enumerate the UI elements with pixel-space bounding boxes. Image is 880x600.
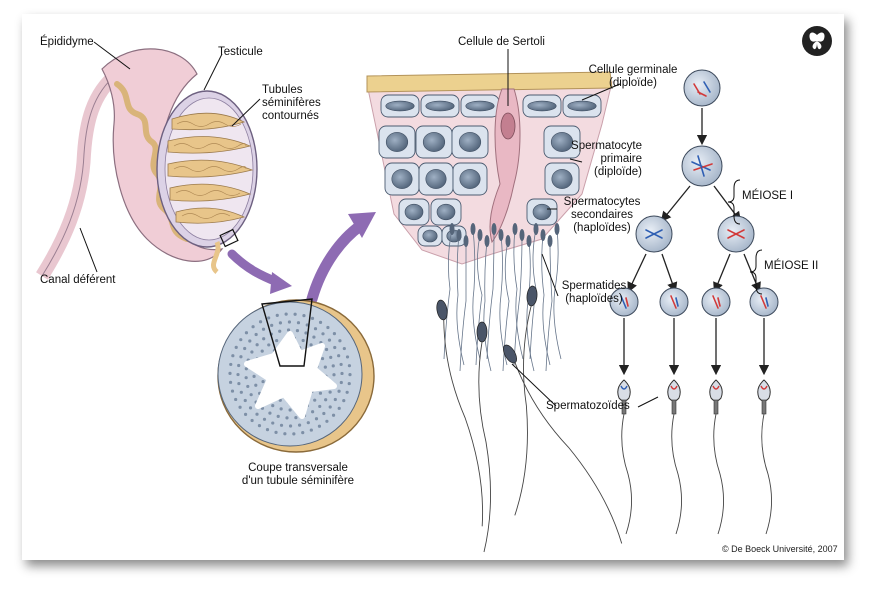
butterfly-logo-icon: [802, 26, 832, 56]
label-coupe-transversale: Coupe transversale d'un tubule séminifèr…: [241, 462, 355, 487]
figure-frame: Épididyme Testicule Tubules séminifères …: [22, 14, 844, 560]
meiose2-bracket: [749, 249, 763, 295]
label-spermatocytes-secondaires: Spermatocytes secondaires (haploïdes): [563, 196, 641, 234]
label-spermatocyte-primaire: Spermatocyte primaire (diploïde): [571, 140, 642, 178]
free-spermatozoa: [436, 285, 623, 553]
label-cellule-germinale: Cellule germinale (diploïde): [588, 64, 678, 89]
label-spermatides: Spermatides (haploïdes): [561, 280, 627, 305]
spermatogenesis-illustration: [36, 41, 779, 553]
copyright-credit: © De Boeck Université, 2007: [722, 544, 838, 554]
label-meiose-2: MÉIOSE II: [764, 260, 819, 272]
zoom-arrow-1: [227, 249, 282, 287]
label-spermatozoides: Spermatozoïdes: [546, 400, 630, 412]
seminiferous-epithelium: [366, 71, 613, 372]
meiose1-bracket: [727, 179, 741, 225]
label-sertoli: Cellule de Sertoli: [458, 36, 545, 48]
label-tubules: Tubules séminifères contournés: [262, 84, 321, 122]
zoom-arrow-1-head: [270, 272, 292, 294]
butterfly-icon: [809, 32, 825, 50]
tubule-cross-section: [217, 298, 375, 453]
label-testicule: Testicule: [218, 46, 263, 58]
label-canal-deferent: Canal déférent: [40, 274, 116, 286]
testis-drawing: [36, 48, 258, 280]
label-epididyme: Épididyme: [40, 36, 94, 48]
meiosis-scheme: [609, 69, 779, 535]
zoom-arrow-2-head: [348, 212, 376, 238]
zoom-arrow-2: [306, 220, 366, 305]
label-meiose-1: MÉIOSE I: [742, 190, 794, 202]
leader-lines: [79, 41, 659, 408]
